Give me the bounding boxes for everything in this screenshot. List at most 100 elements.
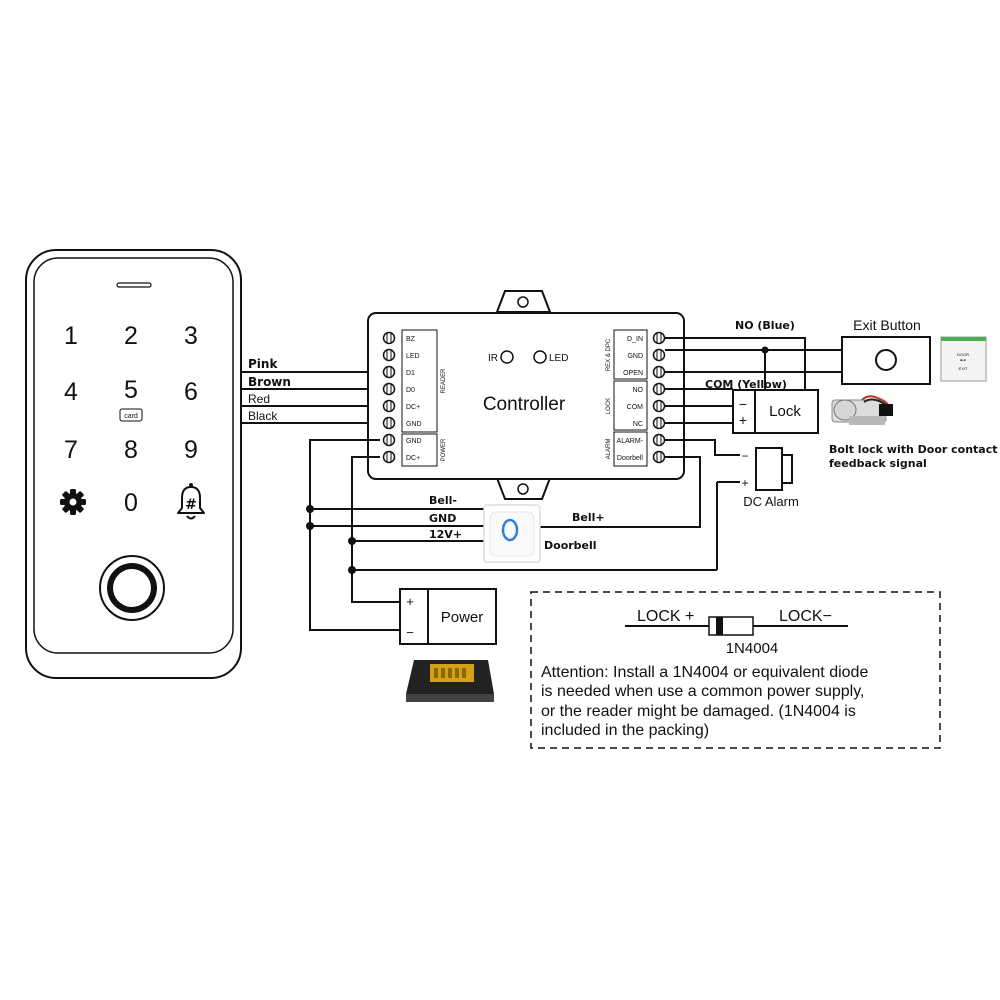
term-power-gnd: GND [406, 438, 422, 445]
exit-plate-top-label: DOOR [957, 352, 969, 357]
diode-label: 1N4004 [726, 640, 779, 657]
gear-icon[interactable] [60, 489, 86, 515]
key-3[interactable]: 3 [184, 322, 198, 350]
ir-label: IR [488, 353, 498, 364]
reader-face [33, 257, 234, 654]
exit-plate-stripe [941, 337, 986, 341]
key-9[interactable]: 9 [184, 436, 198, 464]
lock: − + Lock [732, 389, 819, 434]
term-led: LED [406, 353, 420, 360]
term-dc-plus: DC+ [406, 404, 420, 411]
wire-label-black: Black [248, 409, 278, 423]
key-icon: ⊷ [960, 358, 966, 364]
doorbell: Doorbell [483, 504, 597, 563]
key-0[interactable]: 0 [124, 489, 138, 517]
key-7[interactable]: 7 [64, 436, 78, 464]
note-lock-plus: LOCK + [637, 608, 694, 625]
note-border [530, 591, 941, 749]
power-minus-label: − [406, 625, 414, 640]
controller: BZ LED D1 D0 DC+ GND READER GND DC+ POWE… [367, 290, 685, 500]
key-6[interactable]: 6 [184, 378, 198, 406]
controller-body [367, 312, 685, 480]
alarm-body [755, 447, 783, 491]
alarm-cap [781, 454, 793, 484]
term-rex-gnd: GND [627, 353, 643, 360]
lock-group-label: LOCK [606, 398, 612, 414]
alarm-terminal-group [613, 431, 648, 467]
keypad-reader: 1 2 3 4 5 6 card 7 8 9 0 # [25, 249, 242, 679]
bell-hash-icon[interactable]: # [177, 483, 205, 520]
fingerprint-icon[interactable] [99, 555, 165, 621]
power-supply: + − Power [399, 588, 497, 645]
term-no: NO [633, 387, 644, 394]
power-bus-wiring [306, 439, 717, 631]
power-box [399, 588, 497, 645]
no-blue-label: NO (Blue) [735, 319, 795, 332]
term-com: COM [627, 404, 644, 411]
note-line-3: or the reader might be damaged. (1N4004 … [541, 703, 856, 720]
wire-label-red: Red [248, 392, 270, 406]
key-5[interactable]: 5 [124, 376, 138, 404]
note-line-4: included in the packing) [541, 722, 709, 739]
right-wiring [510, 337, 843, 570]
v12-label: 12V+ [429, 528, 462, 541]
exit-button-label: Exit Button [853, 317, 921, 333]
diode-note: LOCK + LOCK− 1N4004 Attention: Install a… [530, 591, 941, 749]
exit-plate-bottom-label: EXIT [959, 366, 968, 371]
note-lock-minus: LOCK− [779, 608, 832, 625]
power-plus-label: + [406, 594, 414, 609]
right-terminal-screws [652, 331, 666, 464]
reader-group-label: READER [441, 368, 447, 394]
bolt-caption-line2: feedback signal [829, 457, 927, 470]
term-doorbell: Doorbell [617, 455, 644, 462]
term-alarm-minus: ALARM- [617, 438, 644, 445]
power-label: Power [441, 609, 484, 626]
svg-text:#: # [185, 497, 197, 513]
exit-button[interactable]: Exit Button [841, 317, 931, 385]
reader-terminal-group [401, 329, 438, 433]
gnd-label: GND [429, 512, 456, 525]
power-supply-image [406, 660, 494, 702]
key-4[interactable]: 4 [64, 378, 78, 406]
term-d1: D1 [406, 370, 415, 377]
reader-indicator-slot [116, 282, 152, 288]
ir-sensor-icon [500, 350, 514, 364]
wire-label-brown: Brown [248, 375, 291, 389]
bell-minus-label: Bell- [429, 494, 457, 507]
lock-label: Lock [769, 403, 801, 420]
dc-alarm: − + DC Alarm [741, 447, 799, 509]
controller-title: Controller [483, 394, 566, 415]
key-8[interactable]: 8 [124, 436, 138, 464]
com-yellow-label: COM (Yellow) [705, 378, 787, 391]
key-1[interactable]: 1 [64, 322, 78, 350]
alarm-minus-label: − [741, 449, 748, 463]
lock-terminal-group [613, 380, 648, 431]
wire-label-pink: Pink [248, 357, 278, 371]
exit-button-icon [875, 349, 897, 371]
alarm-plus-label: + [741, 476, 748, 490]
term-d-in: D_IN [627, 336, 643, 343]
note-line-1: Attention: Install a 1N4004 or equivalen… [541, 664, 868, 681]
doorbell-label: Doorbell [544, 539, 597, 552]
bell-plus-label: Bell+ [572, 511, 605, 524]
led-label: LED [549, 353, 568, 364]
bolt-caption-line1: Bolt lock with Door contact [829, 443, 998, 456]
term-open: OPEN [623, 370, 643, 377]
card-label: card [124, 413, 138, 420]
rex-group-label: REX & DPC [606, 338, 612, 371]
dc-alarm-label: DC Alarm [743, 494, 799, 509]
lock-minus-label: − [739, 396, 747, 412]
note-line-2: is needed when use a common power supply… [541, 683, 864, 700]
term-bz: BZ [406, 336, 416, 343]
left-terminal-screws [382, 331, 396, 464]
term-d0: D0 [406, 387, 415, 394]
key-2[interactable]: 2 [124, 322, 138, 350]
power-terminal-group [401, 433, 438, 467]
term-nc: NC [633, 421, 643, 428]
mount-hole-bottom [517, 483, 529, 495]
term-power-dc-plus: DC+ [406, 455, 420, 462]
diode-symbol [708, 616, 754, 636]
term-gnd: GND [406, 421, 422, 428]
mount-hole-top [517, 296, 529, 308]
lock-plus-label: + [739, 412, 747, 428]
